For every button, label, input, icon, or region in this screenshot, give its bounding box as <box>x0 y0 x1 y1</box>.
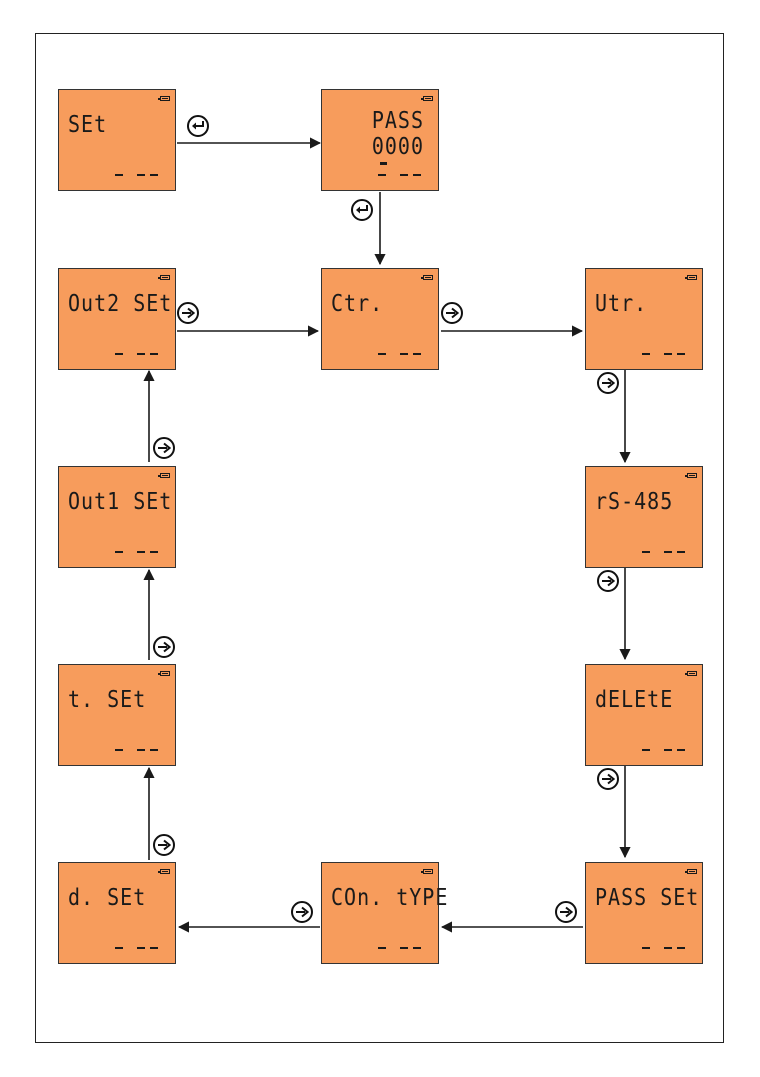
screen-passset-label: PASS SEt <box>595 883 699 911</box>
status-dashes <box>642 551 700 553</box>
screen-con-type: COn. tYPE <box>321 862 439 964</box>
screen-delete: dELEtE <box>585 664 703 766</box>
battery-icon <box>423 96 433 101</box>
screen-d-set: d. SEt <box>58 862 176 964</box>
status-dashes <box>378 353 436 355</box>
screen-ctr-label: Ctr. <box>331 289 383 317</box>
screen-pass: PASS 0000 <box>321 89 439 191</box>
screen-ctr: Ctr. <box>321 268 439 370</box>
screen-set-label: SEt <box>68 110 107 138</box>
battery-icon <box>160 275 170 280</box>
right-arrow-key-icon <box>597 768 619 790</box>
status-dashes <box>115 947 173 949</box>
battery-icon <box>687 275 697 280</box>
battery-icon <box>423 869 433 874</box>
status-dashes <box>378 174 436 176</box>
right-arrow-key-icon <box>153 636 175 658</box>
battery-icon <box>160 473 170 478</box>
status-dashes <box>115 749 173 751</box>
screen-out2-set: Out2 SEt <box>58 268 176 370</box>
screen-utr: Utr. <box>585 268 703 370</box>
right-arrow-key-icon <box>597 372 619 394</box>
right-arrow-key-icon <box>597 570 619 592</box>
screen-rs485-label: rS-485 <box>595 487 673 515</box>
screen-delete-label: dELEtE <box>595 685 673 713</box>
battery-icon <box>160 869 170 874</box>
right-arrow-key-icon <box>153 437 175 459</box>
screen-utr-label: Utr. <box>595 289 647 317</box>
right-arrow-key-icon <box>441 302 463 324</box>
screen-out1-label: Out1 SEt <box>68 487 172 515</box>
screen-dset-label: d. SEt <box>68 883 146 911</box>
status-dashes <box>115 174 173 176</box>
screen-out2-label: Out2 SEt <box>68 289 172 317</box>
pass-title: PASS <box>372 106 424 134</box>
screen-set: SEt <box>58 89 176 191</box>
battery-icon <box>160 96 170 101</box>
screen-contype-label: COn. tYPE <box>331 883 448 911</box>
battery-icon <box>687 473 697 478</box>
digit-cursor <box>380 162 387 165</box>
status-dashes <box>115 353 173 355</box>
battery-icon <box>160 671 170 676</box>
screen-t-set: t. SEt <box>58 664 176 766</box>
enter-key-icon <box>187 115 209 137</box>
status-dashes <box>642 749 700 751</box>
status-dashes <box>115 551 173 553</box>
pass-value: 0000 <box>372 132 424 160</box>
status-dashes <box>642 947 700 949</box>
enter-key-icon <box>351 199 373 221</box>
screen-tset-label: t. SEt <box>68 685 146 713</box>
right-arrow-key-icon <box>555 901 577 923</box>
status-dashes <box>642 353 700 355</box>
battery-icon <box>687 671 697 676</box>
status-dashes <box>378 947 436 949</box>
right-arrow-key-icon <box>177 302 199 324</box>
right-arrow-key-icon <box>291 901 313 923</box>
screen-rs485: rS-485 <box>585 466 703 568</box>
battery-icon <box>423 275 433 280</box>
screen-pass-set: PASS SEt <box>585 862 703 964</box>
right-arrow-key-icon <box>153 834 175 856</box>
battery-icon <box>687 869 697 874</box>
screen-out1-set: Out1 SEt <box>58 466 176 568</box>
